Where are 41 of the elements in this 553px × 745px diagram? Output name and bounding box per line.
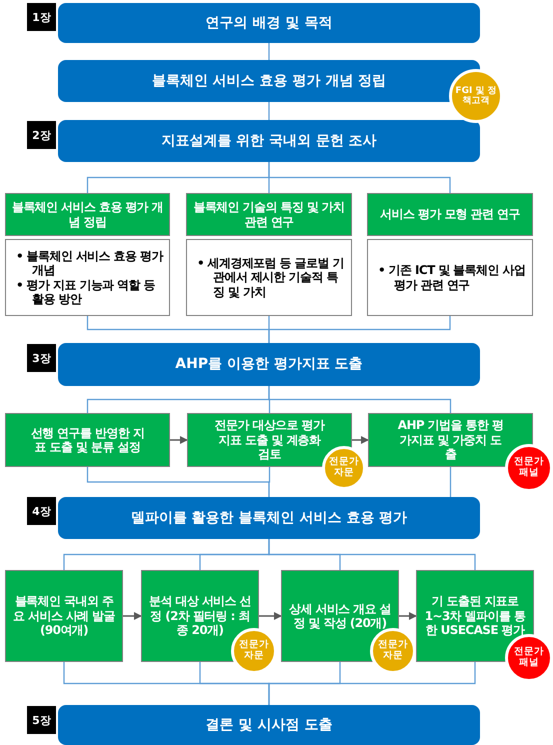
arrow xyxy=(352,436,369,444)
step-box: 블록체인 국내외 주요 서비스 사례 발굴(90여개) xyxy=(5,570,123,662)
badge-circle: FGI 및 정책고객 xyxy=(449,69,503,123)
arrow xyxy=(399,612,417,620)
badge-circle: 전문가 자문 xyxy=(370,628,416,674)
step-box: 블록체인 기술의 특징 및 가치 관련 연구 xyxy=(186,193,352,236)
chapter-tag: 4장 xyxy=(27,497,56,525)
chapter-tag: 1장 xyxy=(27,3,56,31)
badge-circle: 전문가 패널 xyxy=(505,444,553,492)
chapter-tag: 5장 xyxy=(27,706,56,734)
arrow xyxy=(170,436,188,444)
chapter-tag: 3장 xyxy=(27,344,56,372)
badge-circle: 전문가 자문 xyxy=(322,446,366,490)
chapter-box: 연구의 배경 및 목적 xyxy=(58,3,480,43)
step-box: 서비스 평가 모형 관련 연구 xyxy=(367,193,533,236)
bullet-list-box xyxy=(367,239,533,316)
chapter-box: 델파이를 활용한 블록체인 서비스 효용 평가 xyxy=(58,497,480,539)
bullet-item: • 평가 지표 기능과 역할 등 활용 방안 xyxy=(16,278,156,306)
connector-line xyxy=(268,102,270,120)
chapter-tag: 2장 xyxy=(27,121,56,149)
bullet-list-box xyxy=(186,239,352,316)
bullet-item: • 기존 ICT 및 블록체인 사업평가 관련 연구 xyxy=(378,263,526,292)
connector-line xyxy=(268,467,270,497)
arrow xyxy=(123,612,142,620)
arrow xyxy=(259,612,282,620)
step-box: 블록체인 서비스 효용 평가 개념 정립 xyxy=(5,193,170,236)
connector-line xyxy=(450,467,452,497)
connector-line xyxy=(268,43,270,60)
chapter-box: 결론 및 시사점 도출 xyxy=(58,705,480,745)
connector-line xyxy=(268,162,451,193)
bullet-item: • 블록체인 서비스 효용 평가 개념 xyxy=(16,248,163,278)
connector-line xyxy=(268,386,452,413)
step-box: 선행 연구를 반영한 지표 도출 및 분류 설정 xyxy=(5,413,170,467)
bullet-list-box xyxy=(5,239,170,316)
connector-line xyxy=(268,662,476,705)
chapter-box: AHP를 이용한 평가지표 도출 xyxy=(58,343,480,386)
connector-line xyxy=(268,539,476,570)
bullet-item: • 세계경제포럼 등 글로벌 기관에서 제시한 기술적 특징 및 가치 xyxy=(197,256,345,300)
chapter-box: 지표설계를 위한 국내외 문헌 조사 xyxy=(58,120,480,162)
connector-line xyxy=(268,316,451,343)
badge-circle: 전문가 자문 xyxy=(231,628,277,674)
